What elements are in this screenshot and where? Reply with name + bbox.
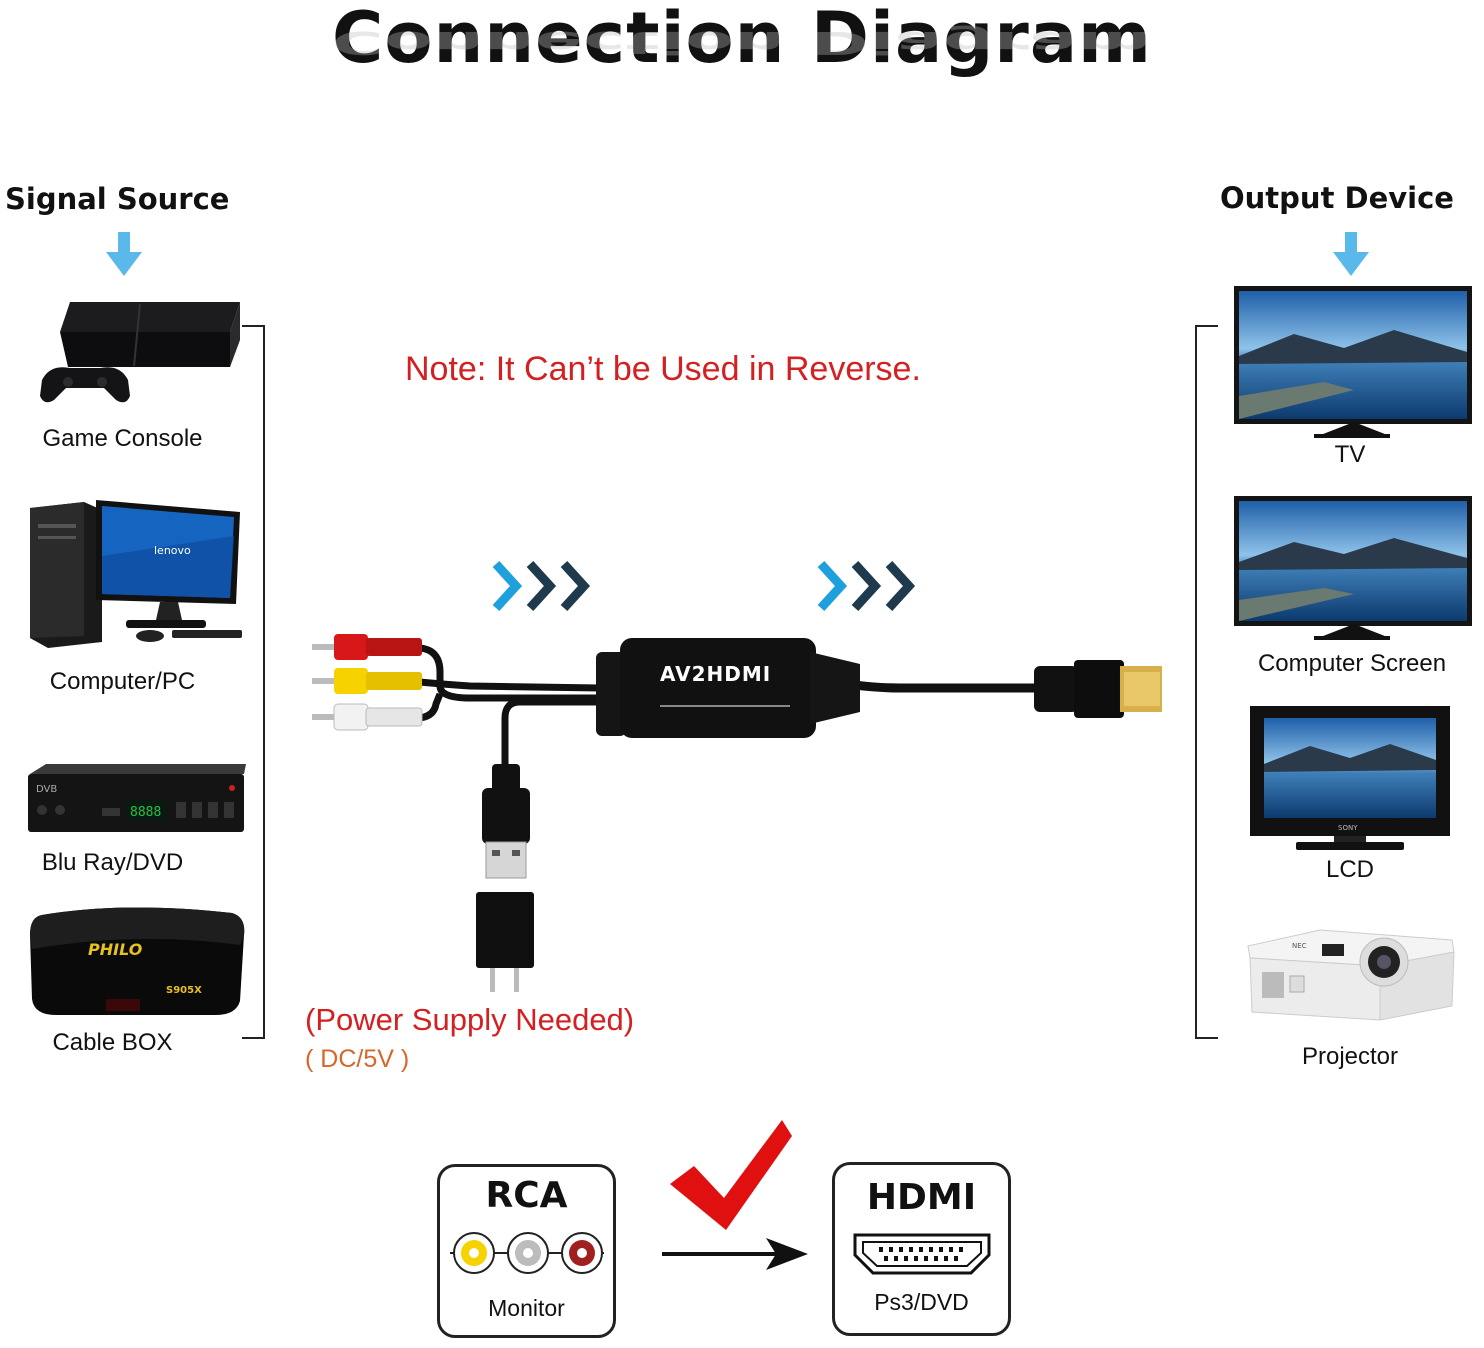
output-device-heading: Output Device <box>1220 181 1454 215</box>
pc-brand-text: lenovo <box>154 544 191 557</box>
device-label-cable-box: Cable BOX <box>52 1029 173 1056</box>
output-device-bracket <box>1195 325 1218 1039</box>
signal-source-bracket <box>242 325 265 1039</box>
device-label-blu-ray-dvd: Blu Ray/DVD <box>41 849 184 876</box>
projector-icon: NEC <box>1247 929 1455 1021</box>
device-label-computer-pc: Computer/PC <box>49 668 196 695</box>
rca-yellow-plug <box>312 668 422 694</box>
svg-text:NEC: NEC <box>1292 942 1307 950</box>
signal-direction-arrows-right-icon <box>817 560 916 612</box>
cable-box-model-text: S905X <box>166 985 202 996</box>
device-label-projector: Projector <box>1301 1043 1399 1070</box>
game-console-icon <box>40 302 240 403</box>
cable-box-brand-text: PHILO <box>88 940 143 959</box>
computer-screen-icon <box>1234 496 1472 640</box>
lcd-brand-text: SONY <box>1338 824 1358 832</box>
desktop-pc-icon: lenovo <box>30 500 242 648</box>
hdmi-box-title: HDMI <box>866 1177 977 1218</box>
rca-jacks-icon <box>450 1232 604 1274</box>
hdmi-plug <box>1034 660 1162 718</box>
checkmark-icon <box>670 1120 792 1230</box>
page-title: Connection Diagram <box>332 0 1152 79</box>
rca-white-plug <box>312 703 423 731</box>
tv-icon <box>1234 286 1472 438</box>
power-adapter <box>476 892 534 992</box>
dvd-player-icon: DVB 8888 <box>28 764 246 832</box>
svg-text:DVB: DVB <box>36 784 57 795</box>
signal-direction-arrows-left-icon <box>492 560 591 612</box>
reverse-warning-note: Note: It Can’t be Used in Reverse. <box>405 350 921 388</box>
dvd-display-text: 8888 <box>130 805 161 820</box>
adapter-label: AV2HDMI <box>660 662 772 686</box>
signal-source-heading: Signal Source <box>5 182 230 216</box>
hdmi-output-box: HDMI Ps3/DVD <box>832 1162 1011 1336</box>
power-supply-spec: ( DC/5V ) <box>305 1045 410 1073</box>
output-device-down-arrow-icon <box>1333 232 1369 276</box>
hdmi-port-icon <box>853 1233 991 1275</box>
av2hdmi-cable-assembly <box>312 634 1162 992</box>
device-label-tv: TV <box>1334 441 1366 468</box>
rca-box-title: RCA <box>485 1175 568 1216</box>
device-label-game-console: Game Console <box>42 425 203 452</box>
rca-red-plug <box>312 634 422 660</box>
hdmi-box-subtitle: Ps3/DVD <box>874 1289 969 1315</box>
power-supply-label: (Power Supply Needed) <box>305 1002 635 1037</box>
usb-plug <box>482 764 530 879</box>
device-label-lcd: LCD <box>1325 856 1374 883</box>
rca-box-subtitle: Monitor <box>488 1295 565 1321</box>
rca-input-box: RCA Monitor <box>437 1164 616 1338</box>
signal-source-down-arrow-icon <box>106 232 142 276</box>
cable-box-icon: PHILO S905X <box>30 907 245 1015</box>
lcd-monitor-icon: SONY <box>1250 706 1450 850</box>
av2hdmi-adapter <box>596 638 860 738</box>
device-label-computer-screen: Computer Screen <box>1257 650 1447 677</box>
conversion-arrow-icon <box>662 1238 808 1270</box>
